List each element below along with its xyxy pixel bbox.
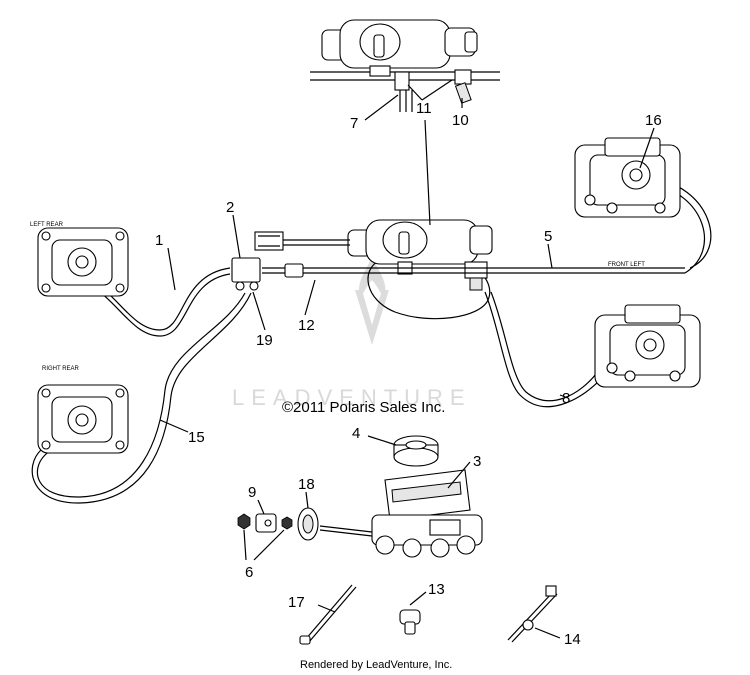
label-right-rear: RIGHT REAR bbox=[42, 366, 80, 372]
caliper-left-rear: LEFT REAR bbox=[30, 222, 129, 297]
caliper-front-left: FRONT LEFT bbox=[574, 137, 681, 268]
caliper-front-right bbox=[594, 304, 701, 388]
copyright-text: ©2011 Polaris Sales Inc. bbox=[282, 399, 445, 416]
junction-block bbox=[231, 257, 261, 291]
clamp-14 bbox=[507, 585, 558, 643]
label-left-rear: LEFT REAR bbox=[30, 222, 64, 228]
master-cylinder-assembly bbox=[237, 435, 483, 558]
callout-15: 15 bbox=[188, 429, 205, 446]
callout-3: 3 bbox=[473, 453, 481, 470]
master-cylinder-top-detail bbox=[310, 19, 500, 112]
callout-11: 11 bbox=[416, 100, 432, 117]
callout-14: 14 bbox=[564, 631, 581, 648]
caliper-right-rear: RIGHT REAR bbox=[37, 366, 129, 454]
watermark-text: LEADVENTURE bbox=[232, 385, 472, 410]
leader-lines bbox=[159, 79, 655, 639]
callout-13: 13 bbox=[428, 581, 445, 598]
callout-19: 19 bbox=[256, 332, 273, 349]
callout-18: 18 bbox=[298, 476, 315, 493]
label-front-left: FRONT LEFT bbox=[608, 262, 645, 268]
callout-2: 2 bbox=[226, 199, 234, 216]
callout-7: 7 bbox=[350, 115, 358, 132]
clip-13 bbox=[399, 609, 421, 635]
callout-5: 5 bbox=[544, 228, 552, 245]
footer-text: Rendered by LeadVenture, Inc. bbox=[300, 659, 452, 671]
callout-4: 4 bbox=[352, 425, 360, 442]
callout-6: 6 bbox=[245, 564, 253, 581]
callout-8: 8 bbox=[562, 390, 570, 407]
callouts: 1 2 3 4 5 6 7 8 9 10 11 12 13 14 15 16 1… bbox=[155, 100, 662, 648]
callout-1: 1 bbox=[155, 232, 163, 249]
callout-17: 17 bbox=[288, 594, 305, 611]
cable-tie-17 bbox=[299, 584, 357, 645]
callout-10: 10 bbox=[452, 112, 469, 129]
callout-12: 12 bbox=[298, 317, 315, 334]
callout-9: 9 bbox=[248, 484, 256, 501]
callout-16: 16 bbox=[645, 112, 662, 129]
